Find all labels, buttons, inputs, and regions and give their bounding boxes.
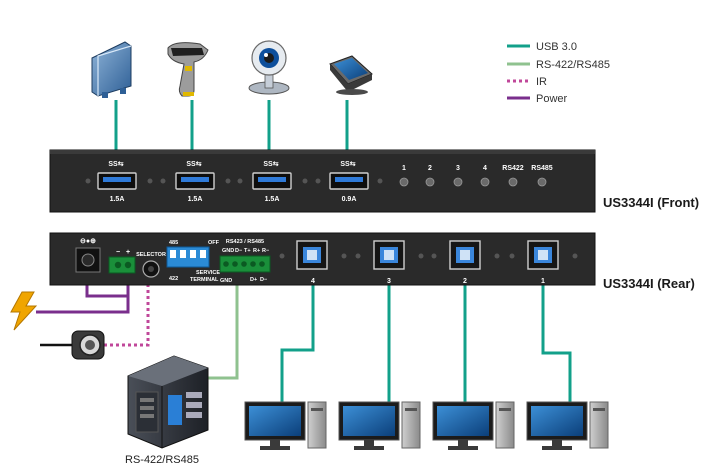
rear-title: US3344I (Rear) — [603, 276, 695, 291]
pin-label: D− — [260, 277, 267, 283]
front-usb-port: SS⇆ 1.5A — [175, 160, 215, 203]
pin-label: GND — [220, 278, 232, 284]
port-current: 1.5A — [188, 196, 203, 203]
barcode-scanner-icon — [167, 42, 209, 97]
pin-label: D+ — [250, 277, 257, 283]
usb-badge: SS⇆ — [340, 160, 355, 168]
legend-item-ir: IR — [507, 76, 547, 88]
device-caption: RS-422/RS485 — [125, 454, 199, 466]
dip-label-terminal: TERMINAL — [190, 277, 219, 283]
rear-host-port: 4 — [279, 240, 347, 285]
dip-label-off: OFF — [208, 240, 220, 246]
front-led: RS422 — [502, 165, 524, 187]
rear-host-port: 1 — [509, 240, 578, 285]
legend-item-usb: USB 3.0 — [507, 41, 577, 53]
pin-label: R− — [262, 248, 269, 254]
pin-label: T+ — [244, 248, 251, 254]
dip-switches: 485 OFF 422 SERVICE TERMINAL — [166, 240, 220, 283]
usb-badge: SS⇆ — [108, 160, 123, 168]
legend-label: Power — [536, 93, 568, 105]
external-drive-icon — [91, 41, 132, 98]
computer-icon — [244, 401, 327, 450]
computer-icon — [338, 401, 421, 450]
front-usb-port: SS⇆ 0.9A — [329, 160, 369, 203]
front-led: 1 — [399, 165, 409, 187]
led-label: RS485 — [531, 165, 553, 172]
pin-label: R+ — [253, 248, 260, 254]
power-cable-feed — [36, 296, 130, 314]
led-label: RS422 — [502, 165, 524, 172]
port-current: 0.9A — [342, 196, 357, 203]
front-title: US3344I (Front) — [603, 195, 699, 210]
legend-label: IR — [536, 76, 547, 88]
webcam-icon — [248, 40, 290, 95]
dc-power-jack: ⊖●⊕ — [75, 238, 101, 273]
led-label: 4 — [483, 165, 487, 172]
led-label: 2 — [428, 165, 432, 172]
led-label: 1 — [402, 165, 406, 172]
front-led: 2 — [425, 165, 435, 187]
rear-host-port: 3 — [355, 240, 424, 285]
pin-label: GND — [222, 248, 234, 254]
rear-panel: ⊖●⊕ − + SELECTOR 485 OFF 422 — [49, 232, 596, 286]
terminal-minus: − — [116, 249, 120, 256]
front-usb-port: SS⇆ 1.5A — [97, 160, 137, 203]
legend-label: RS-422/RS485 — [536, 59, 610, 71]
usb-badge: SS⇆ — [263, 160, 278, 168]
ir-cable — [100, 272, 150, 347]
terminal-plus: + — [126, 249, 130, 256]
usb-badge: SS⇆ — [186, 160, 201, 168]
legend-label: USB 3.0 — [536, 41, 577, 53]
host-cable-4 — [280, 262, 315, 405]
host-cable-1 — [541, 262, 572, 405]
computer-icon — [526, 401, 609, 450]
front-led: 3 — [453, 165, 463, 187]
industrial-controller-icon — [127, 355, 209, 449]
touch-display-icon — [329, 55, 373, 95]
host-port-number: 3 — [387, 278, 391, 285]
led-label: 3 — [456, 165, 460, 172]
ir-receiver-icon — [40, 330, 105, 360]
power-terminal-block: − + — [108, 249, 136, 274]
dip-label-485: 485 — [169, 240, 178, 246]
host-port-number: 1 — [541, 278, 545, 285]
front-led: RS485 — [531, 165, 553, 187]
lightning-icon — [10, 291, 38, 331]
port-current: 1.5A — [265, 196, 280, 203]
computer-icon — [432, 401, 515, 450]
dip-label-422: 422 — [169, 276, 178, 282]
rear-host-port: 2 — [431, 240, 500, 285]
selector-label: SELECTOR — [136, 252, 166, 258]
power-symbol: ⊖●⊕ — [80, 238, 96, 245]
terminal-title: RS423 / RS485 — [226, 239, 264, 245]
host-port-number: 4 — [311, 278, 315, 285]
dip-label-service: SERVICE — [196, 270, 220, 276]
serial-cable — [200, 262, 239, 380]
legend-item-power: Power — [507, 93, 568, 105]
legend-item-serial: RS-422/RS485 — [507, 59, 610, 71]
front-panel: SS⇆ 1.5A SS⇆ 1.5A SS⇆ 1.5A SS⇆ 0.9A 1 — [49, 149, 596, 213]
rs485-terminal-block: RS423 / RS485 GND D− T+ R+ R− GND D+ D− — [219, 239, 271, 284]
host-port-number: 2 — [463, 278, 467, 285]
front-usb-port: SS⇆ 1.5A — [252, 160, 292, 203]
ir-selector-jack: SELECTOR — [136, 252, 166, 278]
pin-label: D− — [235, 248, 242, 254]
front-led: 4 — [480, 165, 490, 187]
port-current: 1.5A — [110, 196, 125, 203]
legend: USB 3.0 RS-422/RS485 IR Power — [507, 41, 610, 105]
cables — [36, 100, 572, 405]
